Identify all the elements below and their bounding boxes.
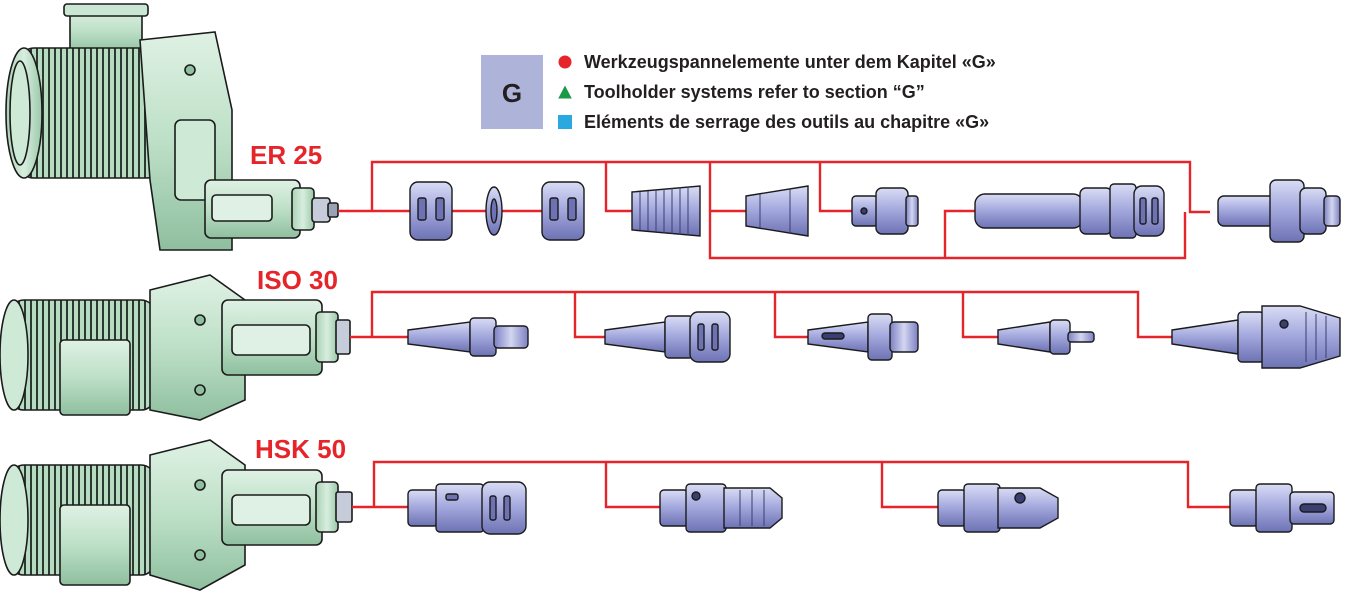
hsk-hydro-chuck-icon [659, 483, 783, 533]
adapter-icon [851, 187, 919, 235]
legend-text-french: Eléments de serrage des outils au chapit… [584, 111, 990, 132]
red-circle-icon [558, 55, 572, 69]
collet-nut-icon [541, 181, 585, 241]
legend-section-letter: G [501, 78, 523, 108]
ring-icon [485, 186, 503, 236]
taper-collet-icon [745, 185, 809, 237]
legend-item-english: Toolholder systems refer to section “G” [558, 82, 925, 102]
hsk-collet-chuck-icon [407, 481, 527, 535]
spring-collet-icon [631, 185, 701, 237]
hsk-shell-holder-icon [1229, 483, 1335, 533]
row-label-iso30: ISO 30 [257, 265, 338, 295]
iso-collet-chuck-icon [604, 311, 731, 363]
shank-holder-icon [1217, 179, 1341, 243]
iso-holder-icon [407, 317, 529, 357]
motor-unit-iso30 [0, 274, 351, 421]
row-label-hsk50: HSK 50 [255, 434, 347, 464]
motor-unit-er25 [5, 3, 339, 251]
extension-holder-icon [974, 183, 1165, 239]
iso-drill-chuck-icon [1171, 305, 1341, 369]
legend-item-french: Eléments de serrage des outils au chapit… [558, 112, 989, 132]
iso-morse-adapter-icon [807, 313, 919, 361]
row-label-er25: ER 25 [250, 140, 323, 170]
blue-square-icon [558, 115, 572, 129]
collet-nut-icon [409, 181, 453, 241]
iso-arbor-icon [997, 319, 1095, 355]
green-triangle-icon [558, 85, 572, 99]
legend-section-box: G [481, 55, 543, 129]
legend-text-english: Toolholder systems refer to section “G” [584, 81, 925, 102]
connector-lines [338, 160, 1230, 509]
legend-item-german: Werkzeugspannelemente unter dem Kapitel … [558, 52, 996, 72]
legend-text-german: Werkzeugspannelemente unter dem Kapitel … [584, 51, 996, 72]
hsk-shrink-holder-icon [937, 483, 1059, 533]
motor-unit-hsk50 [0, 439, 353, 591]
